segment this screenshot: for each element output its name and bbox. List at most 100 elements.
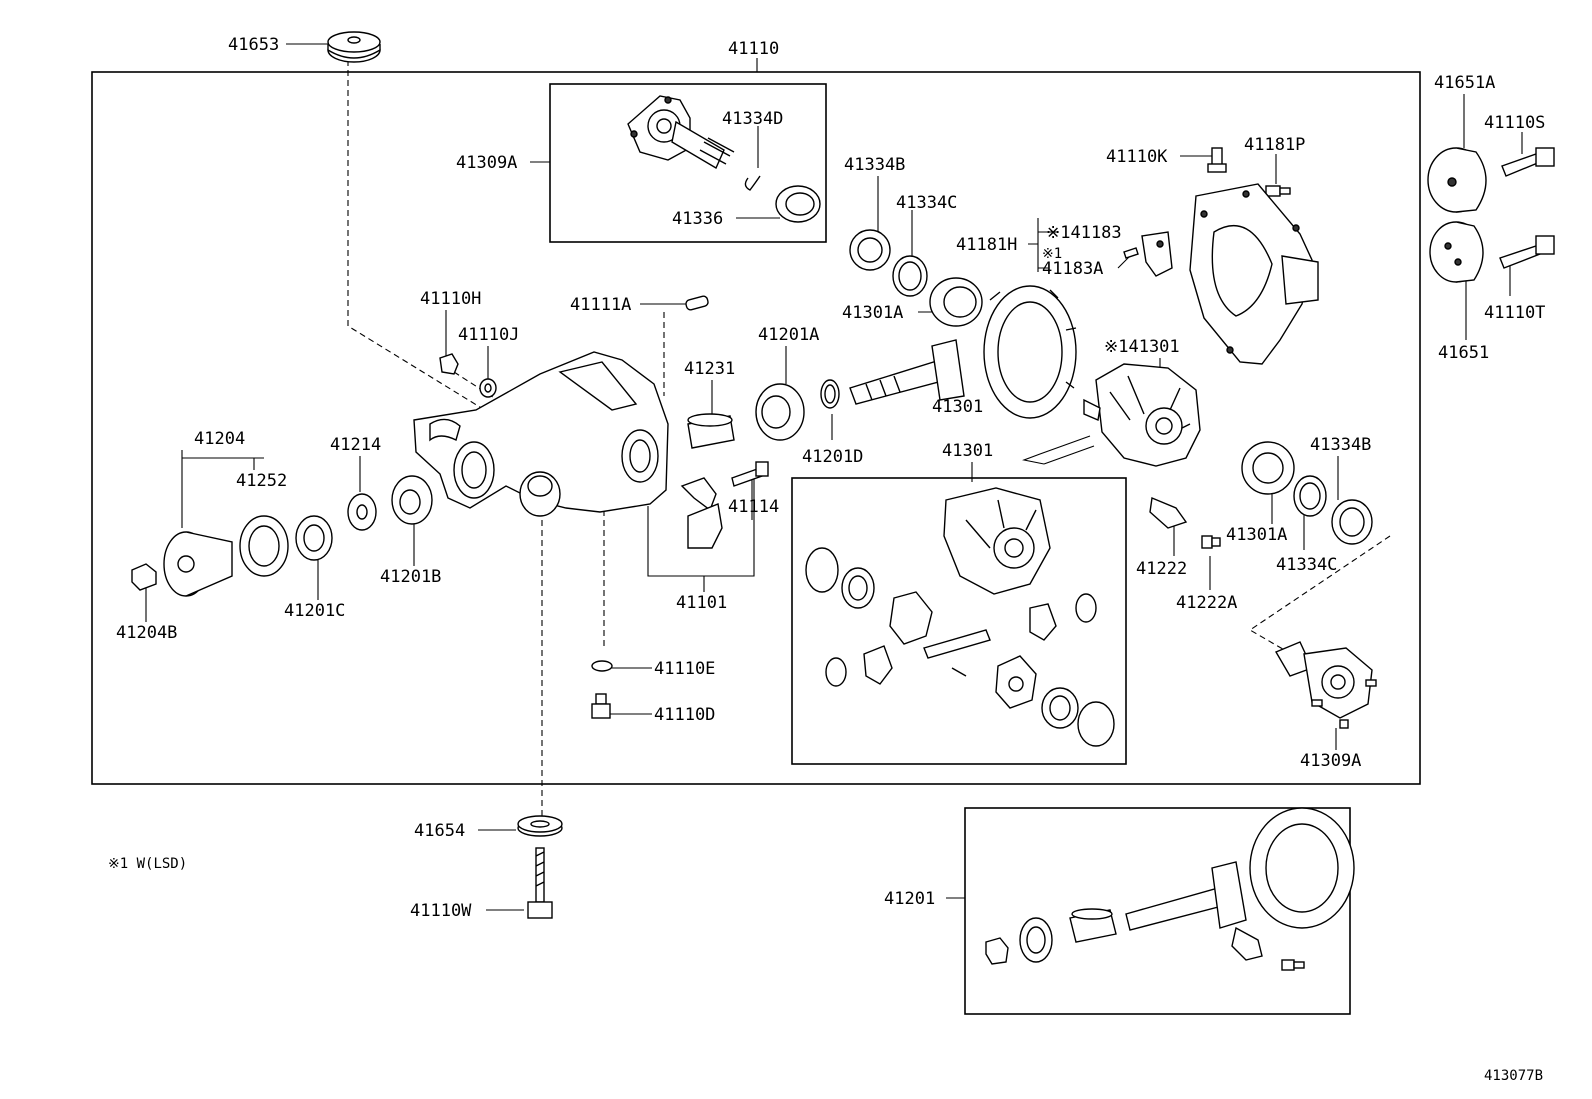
label-41110S: 41110S bbox=[1484, 113, 1545, 133]
bearing-41301A-top bbox=[929, 277, 983, 327]
diagram-code: 413077B bbox=[1484, 1068, 1543, 1084]
footnote-lsd: ※1 W(LSD) bbox=[108, 856, 187, 872]
pin-41111A bbox=[685, 295, 709, 311]
inset-frame-41301 bbox=[791, 477, 1127, 765]
direction-arrow bbox=[1022, 435, 1095, 465]
breather-41110K bbox=[1207, 147, 1227, 173]
plug-41110D bbox=[591, 693, 611, 719]
label-41301A-right: 41301A bbox=[1226, 525, 1287, 545]
label-41334D: 41334D bbox=[722, 109, 783, 129]
label-41183A-mark: ※1 bbox=[1042, 246, 1062, 262]
bolt-41110W bbox=[527, 847, 553, 919]
mount-41651 bbox=[1429, 221, 1484, 283]
bolt-41222A bbox=[1201, 535, 1221, 549]
screw-41183A bbox=[1123, 247, 1139, 259]
inset-frame-41201 bbox=[964, 807, 1351, 1015]
label-41201C: 41201C bbox=[284, 601, 345, 621]
spacer-41231 bbox=[687, 413, 735, 449]
seal-41252 bbox=[239, 515, 289, 577]
drive-pinion-41301 bbox=[849, 339, 965, 405]
label-41181H: 41181H bbox=[956, 235, 1017, 255]
label-41222A: 41222A bbox=[1176, 593, 1237, 613]
label-41309A-right: 41309A bbox=[1300, 751, 1361, 771]
label-41334B-right: 41334B bbox=[1310, 435, 1371, 455]
cushion-41654 bbox=[517, 815, 563, 837]
diff-cover bbox=[1189, 183, 1319, 365]
inset-frame-41309A bbox=[549, 83, 827, 243]
bearing-41201C bbox=[295, 515, 333, 561]
label-41110: 41110 bbox=[728, 39, 779, 59]
flange-shaft-41309A-right bbox=[1274, 641, 1377, 729]
lock-plate-41222 bbox=[1149, 497, 1188, 529]
companion-flange-41204 bbox=[163, 531, 233, 597]
label-41114: 41114 bbox=[728, 497, 779, 517]
part-illustrations bbox=[131, 31, 1555, 971]
label-41110J: 41110J bbox=[458, 325, 519, 345]
label-41334B-top: 41334B bbox=[844, 155, 905, 175]
label-41101: 41101 bbox=[676, 593, 727, 613]
carrier-housing-41110 bbox=[413, 351, 669, 517]
seal-41336 bbox=[775, 185, 821, 223]
label-41336: 41336 bbox=[672, 209, 723, 229]
label-41252: 41252 bbox=[236, 471, 287, 491]
kit-41201-parts bbox=[985, 807, 1355, 971]
bolt-41181P bbox=[1265, 185, 1291, 197]
label-41110T: 41110T bbox=[1484, 303, 1545, 323]
label-41651A: 41651A bbox=[1434, 73, 1495, 93]
plug-41110H bbox=[439, 353, 459, 375]
bolt-41110T bbox=[1499, 235, 1555, 269]
label-41111A: 41111A bbox=[570, 295, 631, 315]
label-41204: 41204 bbox=[194, 429, 245, 449]
bearing-41201B bbox=[391, 475, 433, 525]
label-41653: 41653 bbox=[228, 35, 279, 55]
label-41183A: 41183A bbox=[1042, 259, 1103, 279]
label-41201D: 41201D bbox=[802, 447, 863, 467]
lsd-diff-case-41301 bbox=[1083, 363, 1201, 467]
label-41309A-top: 41309A bbox=[456, 153, 517, 173]
ring-gear-41301 bbox=[983, 285, 1077, 419]
bearing-41201A bbox=[755, 383, 805, 441]
label-41301-box: 41301 bbox=[942, 441, 993, 461]
label-41110W: 41110W bbox=[410, 901, 472, 921]
label-41110D: 41110D bbox=[654, 705, 715, 725]
alignment-line-41309A bbox=[1248, 535, 1391, 653]
bolt-41110S bbox=[1501, 147, 1555, 177]
label-41110E: 41110E bbox=[654, 659, 715, 679]
label-41110K: 41110K bbox=[1106, 147, 1168, 167]
part-labels: 41653 41110 41309A 41334D 41336 41334B 4… bbox=[116, 35, 1545, 921]
mount-41651A bbox=[1427, 147, 1487, 213]
snap-ring-41334D bbox=[744, 175, 761, 191]
diff-case-41301 bbox=[943, 487, 1051, 595]
label-41110H: 41110H bbox=[420, 289, 481, 309]
bolt-41114 bbox=[731, 461, 769, 487]
label-41201: 41201 bbox=[884, 889, 935, 909]
bearing-cap-41101 bbox=[680, 477, 723, 549]
diff-thrust-washers bbox=[805, 547, 1115, 747]
label-41654: 41654 bbox=[414, 821, 465, 841]
label-41301A-top: 41301A bbox=[842, 303, 903, 323]
bearing-41334B-top bbox=[849, 229, 891, 271]
seal-41334B-right bbox=[1331, 499, 1373, 545]
label-41204B: 41204B bbox=[116, 623, 177, 643]
label-41183: ※141183 bbox=[1046, 223, 1122, 243]
alignment-line-41653 bbox=[347, 60, 541, 445]
label-41301-lsd: ※141301 bbox=[1104, 337, 1180, 357]
diff-pinion-shaft bbox=[923, 629, 991, 677]
diff-side-gears bbox=[863, 591, 1057, 709]
label-41334C-right: 41334C bbox=[1276, 555, 1337, 575]
label-41222: 41222 bbox=[1136, 559, 1187, 579]
label-41301-pinion: 41301 bbox=[932, 397, 983, 417]
leader-lines bbox=[145, 43, 1523, 911]
label-41651: 41651 bbox=[1438, 343, 1489, 363]
bearing-41301A-right bbox=[1241, 441, 1295, 495]
nut-41204B bbox=[131, 563, 157, 591]
label-41214: 41214 bbox=[330, 435, 381, 455]
label-41181P: 41181P bbox=[1244, 135, 1305, 155]
bracket-41183 bbox=[1141, 231, 1173, 277]
label-41201A: 41201A bbox=[758, 325, 819, 345]
label-41231: 41231 bbox=[684, 359, 735, 379]
label-41201B: 41201B bbox=[380, 567, 441, 587]
cap-41653 bbox=[327, 31, 381, 63]
